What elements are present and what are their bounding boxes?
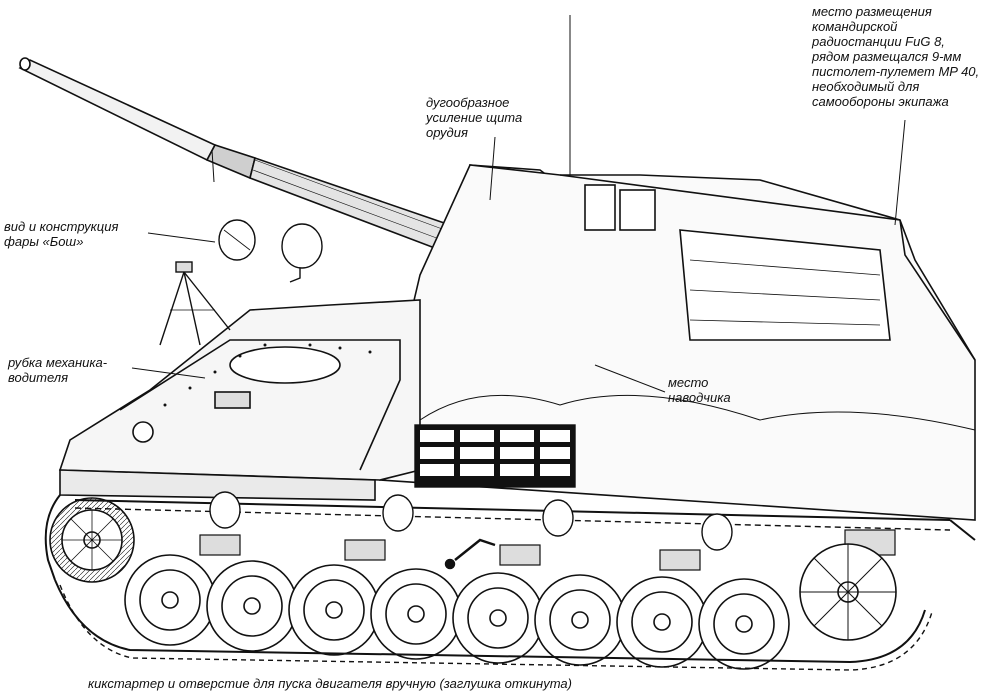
label-gun-shield-reinforcement: дугообразное усиление щита орудия (426, 95, 523, 140)
track-lower (54, 579, 933, 671)
label-gunner-position: место наводчика (668, 375, 731, 405)
idler-wheel (799, 543, 897, 641)
road-wheel (452, 572, 544, 664)
label-kickstarter: кикстартер и отверстие для пуска двигате… (88, 676, 572, 691)
drive-sprocket (49, 497, 135, 583)
leader-radio (894, 119, 906, 226)
label-driver-cab: рубка механика- водителя (8, 355, 108, 385)
road-wheels (124, 554, 790, 670)
leader-shield (489, 136, 496, 201)
road-wheel (698, 578, 790, 670)
label-radio-station: место размещения командирской радиостанц… (812, 4, 980, 109)
return-rollers (209, 491, 733, 551)
label-bosch-headlight: вид и конструкция фары «Бош» (4, 219, 119, 249)
engine-grille (414, 424, 576, 488)
leader-headlight (147, 232, 216, 243)
headlight-detail (218, 219, 323, 283)
leader-lines (131, 15, 906, 393)
gun-barrel (18, 57, 452, 252)
road-wheel (370, 568, 462, 660)
road-wheel (534, 574, 626, 666)
leader-gunner (594, 364, 666, 393)
road-wheel (288, 564, 380, 656)
hull-front (58, 299, 421, 501)
leader-driver (131, 367, 206, 379)
road-wheel (616, 576, 708, 668)
suspension (199, 529, 896, 571)
road-wheel (206, 560, 298, 652)
kickstarter-crank (444, 538, 496, 570)
tripod-detail (159, 261, 231, 346)
road-wheel (124, 554, 216, 646)
